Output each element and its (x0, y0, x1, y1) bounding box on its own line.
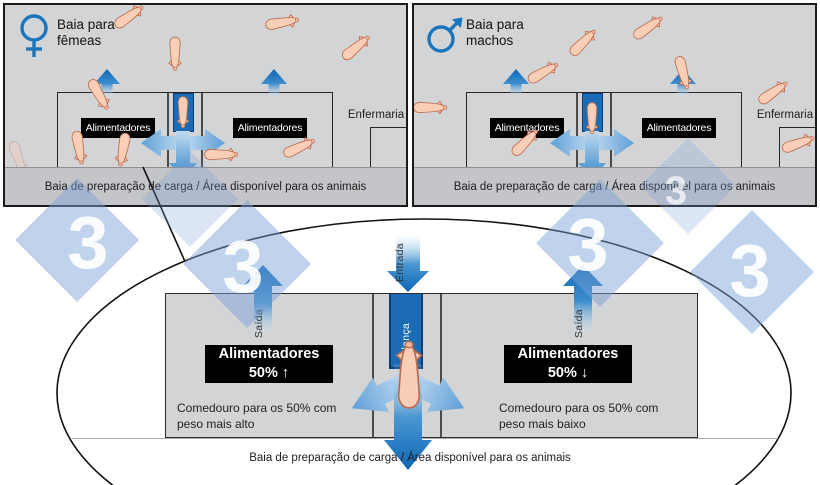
exit-label: Saída (253, 309, 265, 338)
feeder-high-line2: 50% ↑ (248, 365, 290, 381)
panel-title-line2: machos (466, 32, 514, 48)
trough-note-high: Comedouro para os 50% com peso mais alto (177, 401, 337, 431)
feeder-low-line2: 50% ↓ (547, 365, 589, 381)
feeder-low-line1: Alimentadores (517, 346, 619, 363)
corridor-line (372, 294, 374, 437)
loading-area-strip: Baia de preparação de carga / Área dispo… (414, 167, 815, 205)
panel-title-line2: fêmeas (57, 32, 102, 48)
feeder-box: Alimentadores (233, 118, 307, 138)
feeder-box-low: Alimentadores 50% ↓ (504, 345, 632, 383)
panel-title-line1: Baia para (57, 17, 115, 32)
female-symbol-icon (20, 14, 48, 57)
feeder-box-high: Alimentadores 50% ↑ (205, 345, 333, 383)
exit-label: Saída (573, 309, 585, 338)
panel-title: Baia para fêmeas (57, 17, 115, 49)
panel-title-line1: Baia para (466, 17, 524, 32)
corridor-line (440, 294, 442, 437)
loading-area-strip: Baia de preparação de carga / Área dispo… (5, 167, 406, 205)
infirmary-label: Enfermaria (347, 109, 405, 121)
entry-label: Entrada (394, 243, 406, 282)
feeder-high-line1: Alimentadores (218, 346, 320, 363)
feeder-box: Alimentadores (642, 118, 716, 138)
infirmary-label: Enfermaria (756, 109, 814, 121)
trough-note-low: Comedouro para os 50% com peso mais baix… (499, 401, 659, 431)
feeder-box: Alimentadores (81, 118, 155, 138)
detail-loading-area-label: Baia de preparação de carga / Área dispo… (249, 452, 571, 464)
male-symbol-icon (427, 17, 463, 53)
scale-label: Balança (400, 322, 412, 363)
panel-title: Baia para machos (466, 17, 524, 49)
